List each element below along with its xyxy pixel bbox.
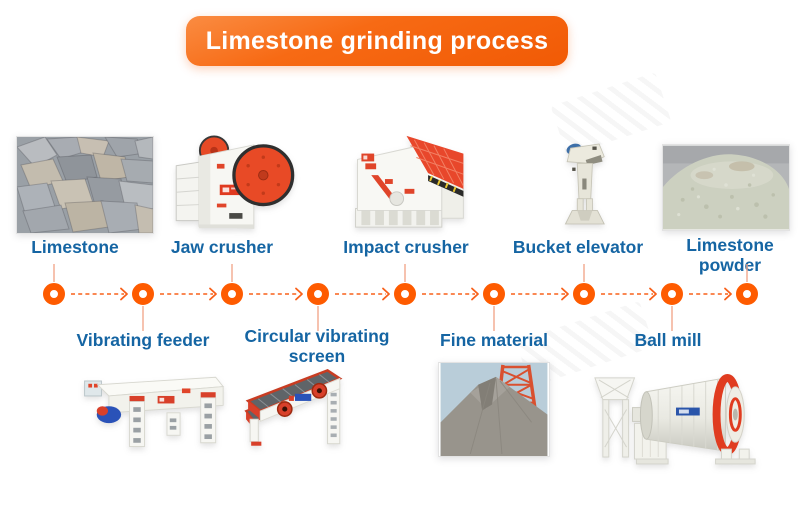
limestone-rocks-photo [16, 136, 154, 234]
flow-node [221, 283, 243, 305]
title-banner: Limestone grinding process [186, 16, 568, 66]
station-label-bucket-elevator: Bucket elevator [512, 237, 644, 257]
circular-vibrating-screen-illustration [242, 362, 354, 448]
flow-node [573, 283, 595, 305]
flow-node [661, 283, 683, 305]
limestone-powder-photo [662, 144, 790, 231]
station-label-vibrating-feeder: Vibrating feeder [76, 330, 210, 350]
fine-material-photo [438, 362, 550, 457]
flow-nodes [43, 283, 758, 305]
bucket-elevator-illustration [552, 134, 616, 234]
flow-connector-lines [53, 264, 748, 331]
station-label-fine-material: Fine material [440, 330, 548, 350]
vibrating-feeder-illustration [76, 366, 228, 454]
station-label-limestone-powder: Limestone powder [686, 235, 774, 275]
flow-node [43, 283, 65, 305]
station-label-impact-crusher: Impact crusher [343, 237, 469, 257]
flow-node [132, 283, 154, 305]
station-label-jaw-crusher: Jaw crusher [170, 237, 274, 257]
flow-node [483, 283, 505, 305]
flow-node [307, 283, 329, 305]
process-flow-timeline [43, 264, 758, 331]
flow-arrowheads [120, 287, 732, 301]
station-label-limestone: Limestone [31, 237, 119, 257]
flow-node [394, 283, 416, 305]
impact-crusher-illustration [345, 132, 471, 232]
flow-node [736, 283, 758, 305]
station-label-circular-vibrating-screen: Circular vibrating screen [244, 326, 390, 366]
jaw-crusher-illustration [170, 126, 296, 232]
ball-mill-illustration [589, 364, 765, 465]
station-label-ball-mill: Ball mill [634, 330, 702, 350]
page-title: Limestone grinding process [205, 26, 549, 55]
